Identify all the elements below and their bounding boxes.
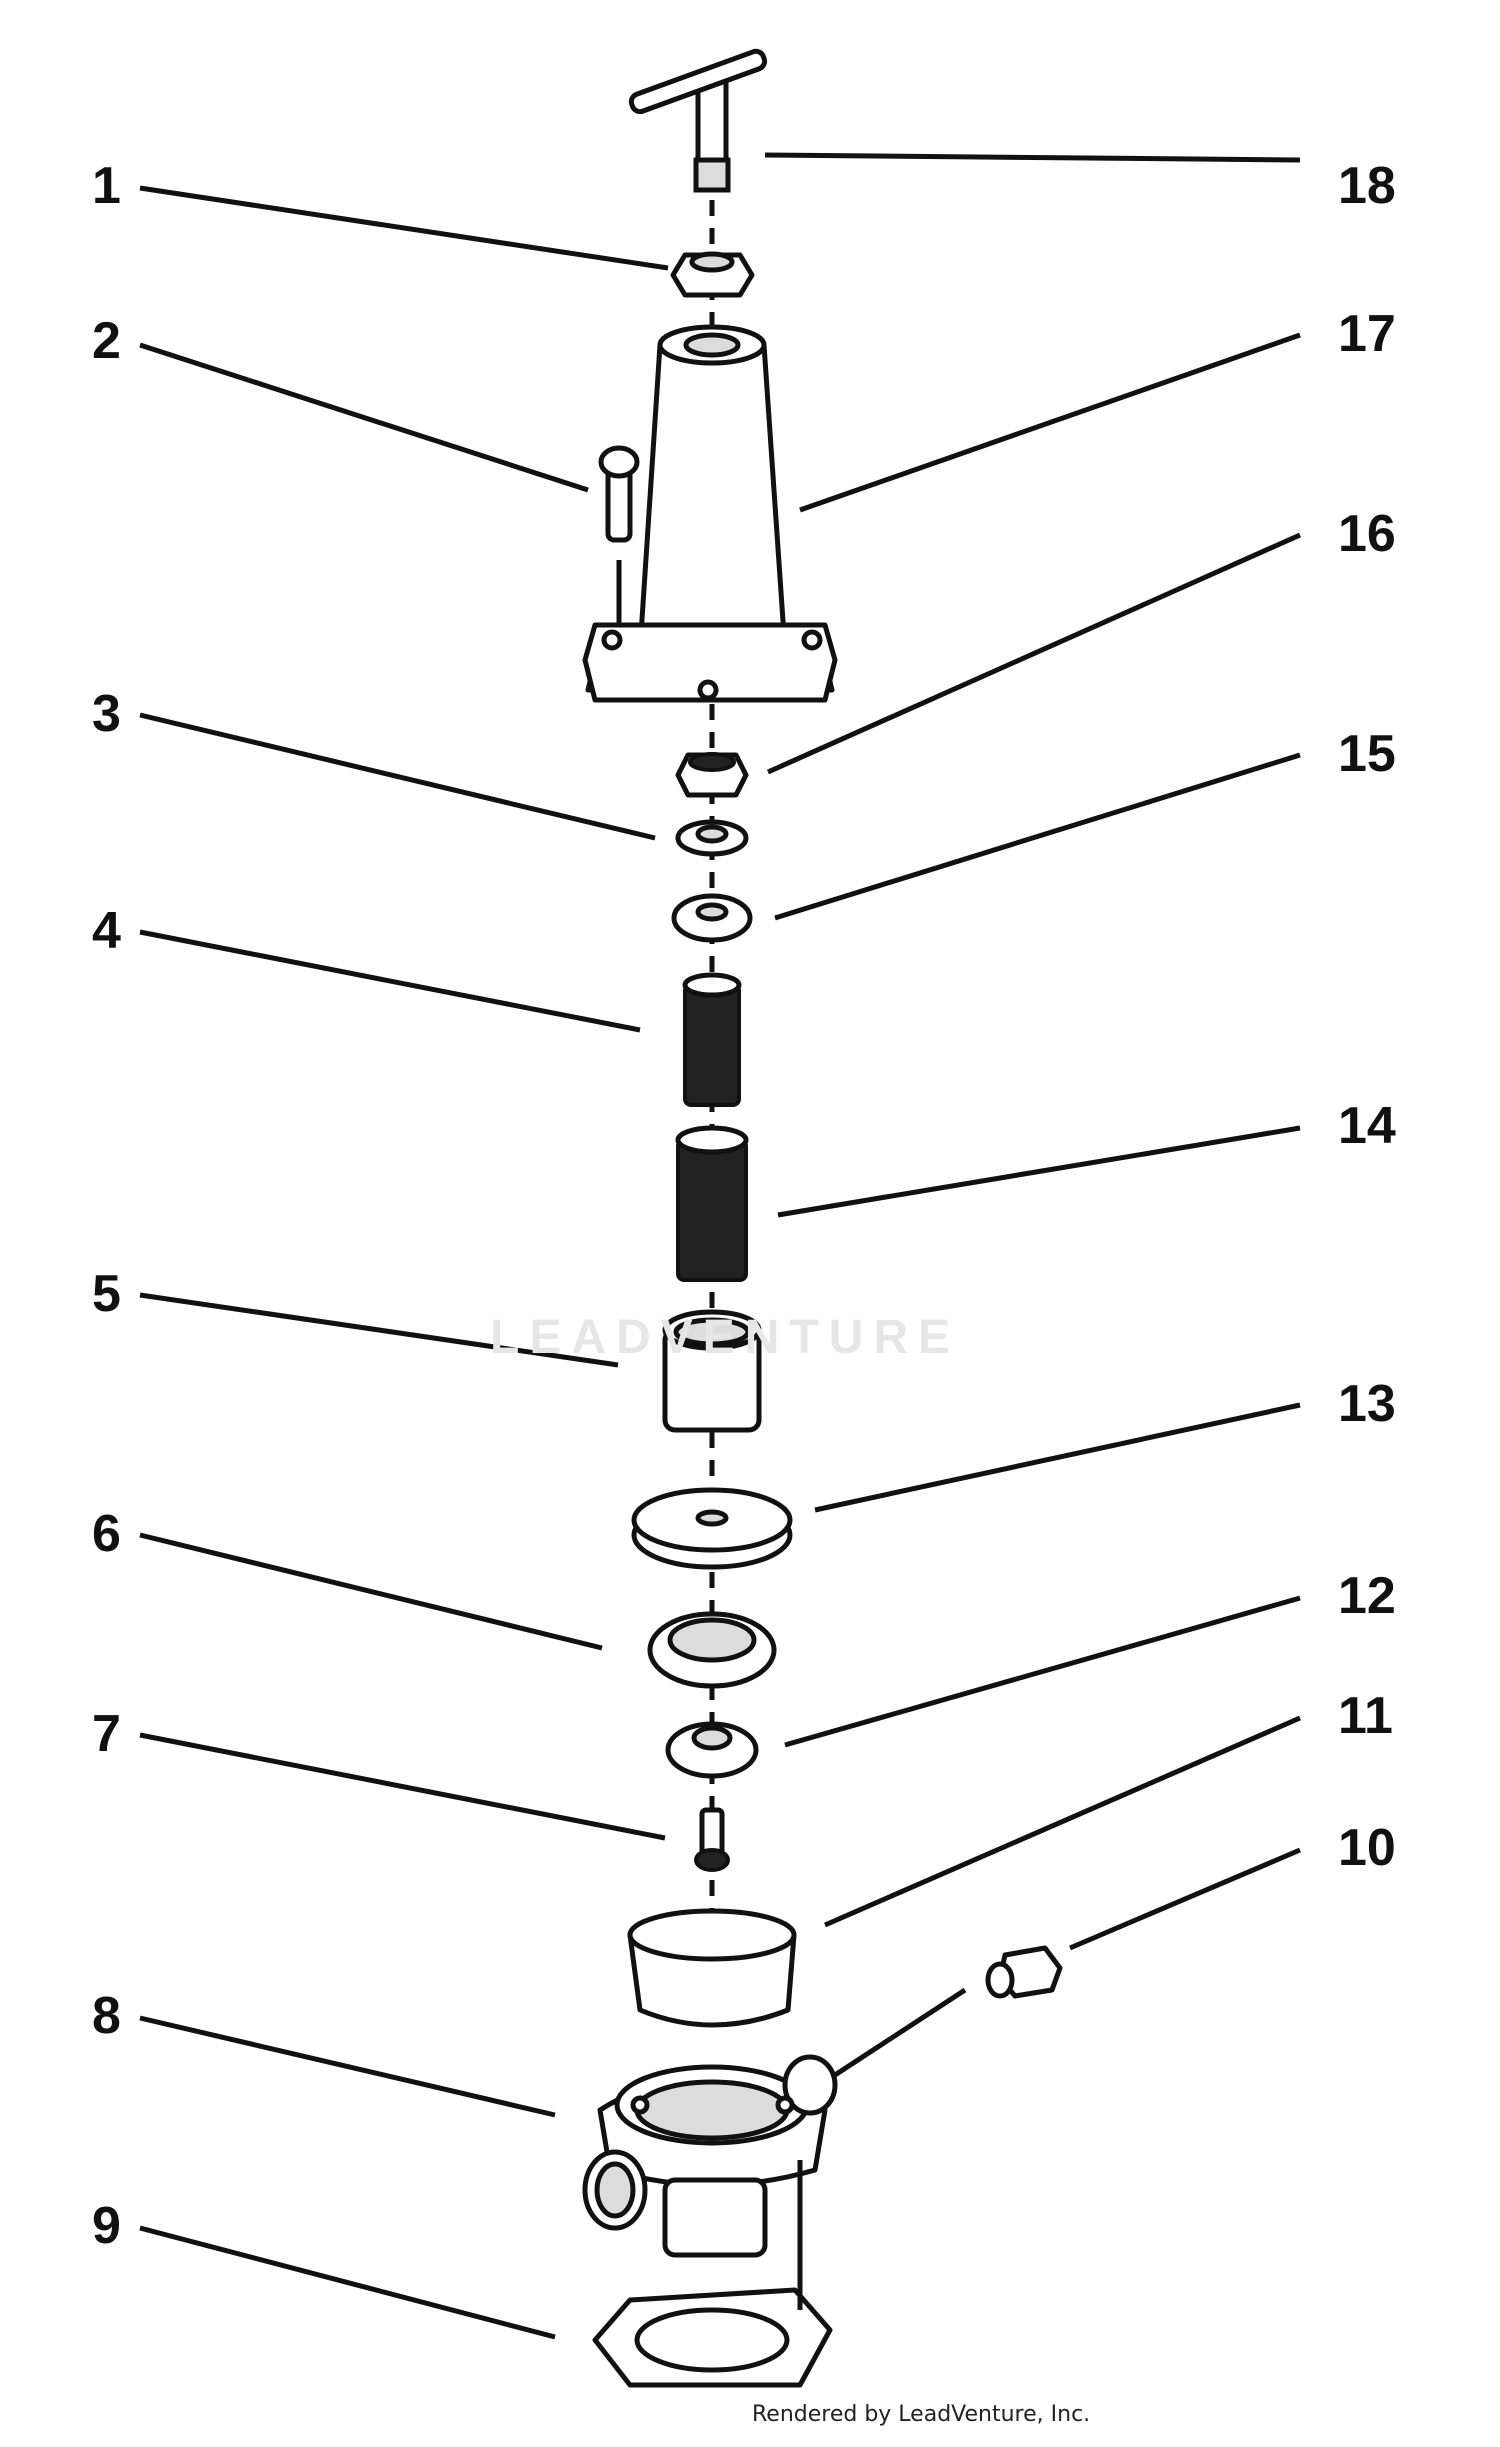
callout-15: 15 xyxy=(1338,725,1396,783)
flat-washer-part xyxy=(671,893,753,943)
seal-part xyxy=(665,1721,759,1779)
leader-15 xyxy=(774,752,1301,921)
leader-17 xyxy=(799,332,1301,513)
leader-10 xyxy=(1069,1847,1301,1951)
callout-12: 12 xyxy=(1338,1567,1396,1625)
leader-3 xyxy=(139,712,656,841)
leader-6 xyxy=(139,1532,603,1651)
leader-9 xyxy=(139,2225,556,2340)
leader-10b xyxy=(833,1987,967,2078)
leader-1 xyxy=(139,185,669,271)
watermark: LEADVENTURE xyxy=(490,1311,961,1364)
leader-8 xyxy=(139,2015,556,2118)
disc-part xyxy=(631,1487,793,1570)
plug-part xyxy=(985,1945,1063,1999)
leader-4 xyxy=(139,929,641,1033)
callout-18: 18 xyxy=(1338,157,1396,215)
ring-washer-part xyxy=(647,1611,777,1689)
leader-11 xyxy=(824,1715,1301,1928)
deflector-part xyxy=(627,1908,797,2028)
pin-part xyxy=(598,445,640,625)
screw-part xyxy=(694,1807,730,1872)
pump-body-part xyxy=(582,2054,838,2258)
callout-9: 9 xyxy=(92,2197,121,2255)
callout-6: 6 xyxy=(92,1505,121,1563)
leader-7 xyxy=(139,1732,666,1841)
outer-spring-part xyxy=(675,1125,749,1282)
lock-nut-part xyxy=(675,752,749,798)
callout-4: 4 xyxy=(92,902,121,960)
leader-2 xyxy=(139,342,589,493)
callout-3: 3 xyxy=(92,685,121,743)
nut-part xyxy=(670,251,755,298)
leader-5 xyxy=(139,1292,619,1368)
t-handle-wrench-part xyxy=(628,48,768,193)
callout-7: 7 xyxy=(92,1705,121,1763)
leader-12 xyxy=(784,1595,1301,1748)
callout-17: 17 xyxy=(1338,305,1396,363)
render-credit: Rendered by LeadVenture, Inc. xyxy=(752,2402,1091,2427)
callout-16: 16 xyxy=(1338,505,1396,563)
small-washer-part xyxy=(675,819,749,857)
leader-14 xyxy=(777,1125,1301,1218)
callout-13: 13 xyxy=(1338,1375,1396,1433)
cone-housing-part xyxy=(582,324,838,703)
callout-1: 1 xyxy=(92,157,121,215)
callout-10: 10 xyxy=(1338,1819,1396,1877)
callout-8: 8 xyxy=(92,1987,121,2045)
leader-16 xyxy=(766,532,1302,775)
callout-5: 5 xyxy=(92,1265,121,1323)
gasket-part xyxy=(592,2287,833,2388)
callout-2: 2 xyxy=(92,312,121,370)
callout-14: 14 xyxy=(1338,1097,1396,1155)
leader-18 xyxy=(764,152,1301,163)
bushing-part xyxy=(662,1309,762,1433)
inner-spring-part xyxy=(682,972,742,1107)
leader-13 xyxy=(814,1402,1301,1513)
callout-11: 11 xyxy=(1338,1687,1393,1745)
